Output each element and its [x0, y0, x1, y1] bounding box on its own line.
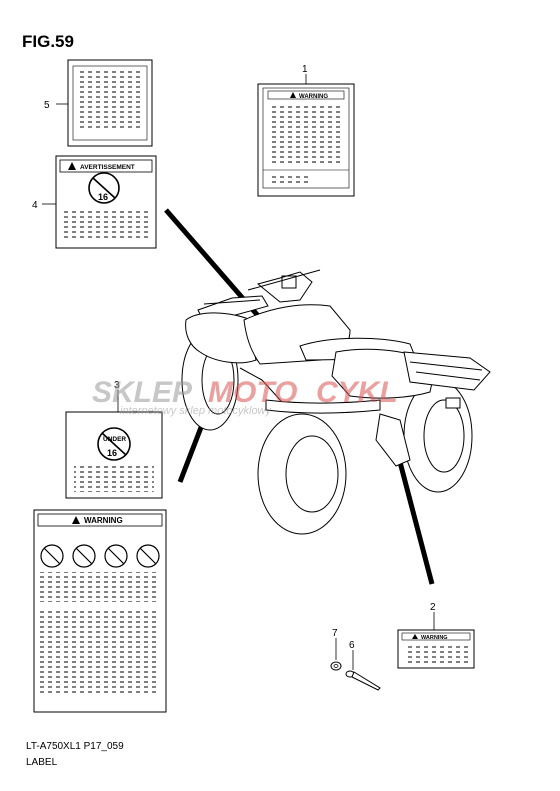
callout-3: 3 [114, 380, 120, 391]
no-road-use-icon [72, 544, 96, 568]
warning-triangle-icon [412, 634, 418, 639]
label-1[interactable]: WARNING [257, 83, 355, 197]
svg-text:16: 16 [98, 192, 108, 202]
svg-text:UNDER: UNDER [103, 436, 126, 443]
washer-part-7[interactable] [330, 661, 342, 671]
atv-drawing [181, 269, 491, 535]
svg-text:WARNING: WARNING [299, 94, 328, 100]
callout-1: 1 [302, 64, 308, 75]
callout-7: 7 [332, 628, 338, 639]
callout-5: 5 [44, 100, 50, 111]
figure-caption: LABEL [26, 757, 58, 768]
svg-text:WARNING: WARNING [421, 635, 448, 641]
svg-text:WARNING: WARNING [84, 516, 123, 525]
svg-text:internetowy sklep motocyklowy: internetowy sklep motocyklowy [120, 405, 273, 417]
svg-text:AVERTISSEMENT: AVERTISSEMENT [80, 164, 135, 171]
label-4[interactable]: AVERTISSEMENT 16 [55, 155, 157, 249]
pointer-to-label-2 [397, 461, 435, 585]
label-5[interactable] [67, 59, 153, 147]
warning-triangle-icon [68, 162, 76, 170]
callout-6: 6 [349, 640, 355, 651]
svg-text:SKLEP: SKLEP [92, 376, 193, 409]
warning-triangle-icon [290, 92, 296, 98]
svg-text:CYKL: CYKL [316, 376, 398, 409]
callout-2: 2 [430, 602, 436, 613]
callout-4: 4 [32, 200, 38, 211]
warning-triangle-icon [72, 516, 80, 524]
no-passenger-icon [40, 544, 64, 568]
label-3[interactable]: UNDER 16 WARNING [33, 411, 167, 713]
rivet-part-6[interactable] [345, 670, 381, 691]
label-2[interactable]: WARNING [397, 629, 475, 669]
figure-title: FIG.59 [22, 32, 74, 51]
no-alcohol-icon [104, 544, 128, 568]
figure-code: LT-A750XL1 P17_059 [26, 741, 124, 752]
svg-text:MOTO: MOTO [208, 376, 297, 409]
svg-text:16: 16 [107, 448, 117, 458]
no-under-16-icon [88, 172, 120, 204]
watermark: SKLEP MOTO CYKL internetowy sklep motocy… [92, 376, 398, 417]
no-stunts-icon [136, 544, 160, 568]
no-under-16-icon [97, 427, 131, 461]
